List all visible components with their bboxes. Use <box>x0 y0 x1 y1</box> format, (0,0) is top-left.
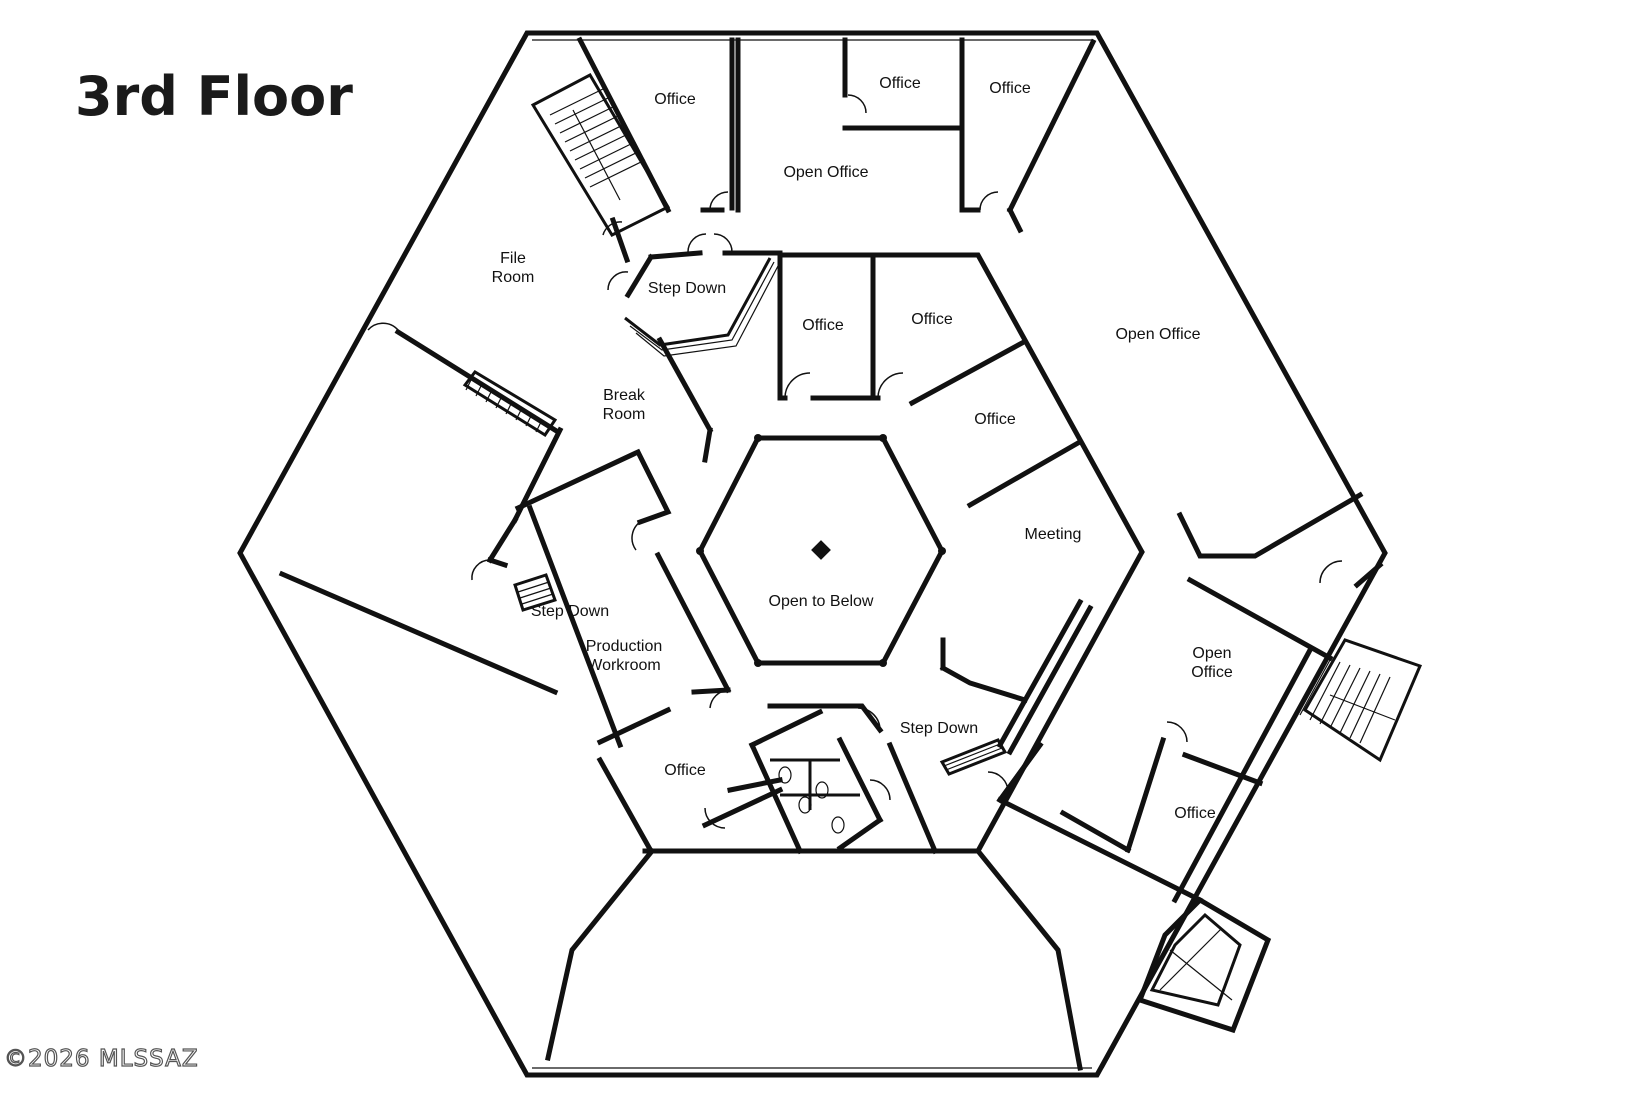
room-labels: Office Office Office Open Office File Ro… <box>492 75 1233 822</box>
label-open-office-top: Open Office <box>783 164 868 181</box>
label-production-1: Production <box>586 638 663 655</box>
door-office-top-left <box>709 191 729 211</box>
toilet-icon <box>798 796 812 814</box>
label-office-top-mid: Office <box>879 75 921 92</box>
label-office-bottom-left: Office <box>664 762 706 779</box>
label-step-down-top: Step Down <box>648 280 726 297</box>
label-open-office-right: Open Office <box>1115 326 1200 343</box>
toilet-icon <box>831 816 845 834</box>
window-upper-left <box>246 39 522 541</box>
page-title: 3rd Floor <box>75 65 353 128</box>
label-office-inner-1: Office <box>802 317 844 334</box>
stair-step-down-right <box>939 738 1008 776</box>
stair-right <box>1299 638 1423 763</box>
label-open-office-se-1: Open <box>1192 645 1231 662</box>
toilet-icon <box>778 766 792 784</box>
stair-top-left <box>530 73 671 237</box>
step-down-top-stair <box>624 257 779 357</box>
label-file-room-2: Room <box>492 269 535 286</box>
door-office-bottom-left <box>704 807 726 829</box>
door-open-office-se <box>1319 560 1343 584</box>
door-office-top-mid <box>847 94 867 114</box>
elevator-shaft <box>1136 896 1272 1034</box>
label-office-inner-3: Office <box>974 411 1016 428</box>
label-meeting: Meeting <box>1025 526 1082 543</box>
label-office-inner-2: Office <box>911 311 953 328</box>
door-stair-top <box>602 221 623 236</box>
label-step-down-left: Step Down <box>531 603 609 620</box>
stair-file-room <box>462 370 558 438</box>
right-section-walls <box>939 491 1384 904</box>
outer-hexagon-wall <box>237 30 1388 1078</box>
door-office-inner-1 <box>784 372 811 399</box>
door-file-room-lower <box>367 322 399 331</box>
door-step-down-left <box>687 233 707 253</box>
bottom-space-walls <box>545 741 1083 1071</box>
door-file-room <box>607 271 629 291</box>
door-office-bottom-right <box>1166 721 1188 743</box>
label-break-room-1: Break <box>603 387 646 404</box>
window-lower-left <box>246 565 522 1069</box>
label-file-room-1: File <box>500 250 526 267</box>
label-open-to-below: Open to Below <box>769 593 874 610</box>
stair-step-down-left <box>513 573 557 612</box>
door-step-down-left <box>471 559 491 581</box>
door-office-inner-2 <box>877 372 904 399</box>
door-restroom <box>857 707 881 731</box>
open-to-below-hexagon <box>696 434 946 667</box>
column-marker <box>811 540 831 560</box>
label-office-top-left: Office <box>654 91 696 108</box>
copyright-watermark: ©2026 MLSSAZ <box>3 1046 199 1072</box>
toilet-icon <box>815 781 829 799</box>
door-restroom-2 <box>869 779 891 801</box>
left-section-walls <box>278 322 732 749</box>
label-open-office-se-2: Office <box>1191 664 1233 681</box>
door-office-top-right <box>979 191 999 211</box>
label-step-down-bottom: Step Down <box>900 720 978 737</box>
label-office-top-right: Office <box>989 80 1031 97</box>
label-production-2: Workroom <box>587 657 661 674</box>
inner-office-walls <box>656 252 1082 509</box>
label-break-room-2: Room <box>603 406 646 423</box>
label-office-bottom-right: Office <box>1174 805 1216 822</box>
window-upper-right <box>1102 39 1378 541</box>
door-production-lower <box>709 689 729 709</box>
door-production <box>631 521 641 551</box>
door-step-down-right <box>713 233 733 253</box>
